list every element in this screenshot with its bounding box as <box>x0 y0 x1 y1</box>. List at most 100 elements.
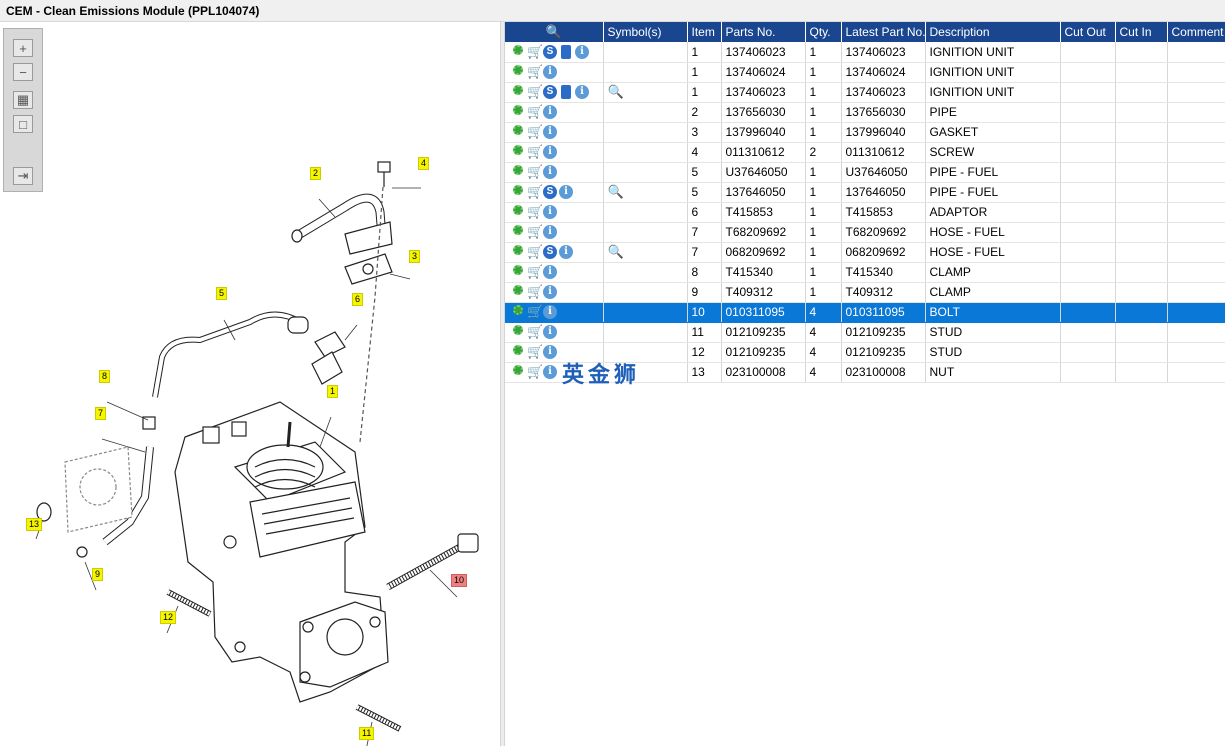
supersession-s-icon[interactable]: S <box>543 245 557 259</box>
cart-icon[interactable]: 🛒 <box>527 164 544 179</box>
cart-icon[interactable]: 🛒 <box>527 224 544 239</box>
item-column-header[interactable]: Item <box>687 22 722 42</box>
cart-icon[interactable]: 🛒 <box>527 204 544 219</box>
binoculars-icon[interactable]: 🔍 <box>607 84 624 99</box>
callout-5[interactable]: 5 <box>216 287 228 300</box>
latest-part-no-column-header[interactable]: Latest Part No. <box>841 22 926 42</box>
gear-icon[interactable] <box>513 205 523 215</box>
cart-icon[interactable]: 🛒 <box>527 104 544 119</box>
cart-icon[interactable]: 🛒 <box>527 244 544 259</box>
export-icon[interactable]: ⇥ <box>13 167 33 185</box>
info-icon[interactable]: i <box>543 205 557 219</box>
info-icon[interactable]: i <box>543 285 557 299</box>
symbols-column-header[interactable]: Symbol(s) <box>603 22 688 42</box>
gear-icon[interactable] <box>513 265 523 275</box>
callout-10-highlighted[interactable]: 10 <box>451 574 468 587</box>
callout-8[interactable]: 8 <box>99 370 111 383</box>
supersession-s-icon[interactable]: S <box>543 44 557 59</box>
info-icon[interactable]: i <box>543 225 557 239</box>
actual-size-icon[interactable]: □ <box>13 115 33 133</box>
callout-2[interactable]: 2 <box>310 167 322 180</box>
info-icon[interactable]: i <box>543 125 557 139</box>
cart-icon[interactable]: 🛒 <box>527 324 544 339</box>
callout-12[interactable]: 12 <box>160 611 177 624</box>
info-icon[interactable]: i <box>543 305 557 319</box>
cart-icon[interactable]: 🛒 <box>527 124 544 139</box>
callout-3[interactable]: 3 <box>409 250 421 263</box>
supersession-s-icon[interactable]: S <box>543 85 557 99</box>
cart-icon[interactable]: 🛒 <box>527 304 544 319</box>
diagram-pane[interactable]: + − ▦ □ ⇥ <box>0 22 500 746</box>
gear-icon[interactable] <box>513 105 523 115</box>
cart-icon[interactable]: 🛒 <box>527 364 544 379</box>
cart-icon[interactable]: 🛒 <box>527 84 544 99</box>
info-icon[interactable]: i <box>543 165 557 179</box>
callout-1[interactable]: 1 <box>327 385 339 398</box>
cut-out-column-header[interactable]: Cut Out <box>1060 22 1116 42</box>
info-icon[interactable]: i <box>559 185 573 199</box>
description-column-header[interactable]: Description <box>925 22 1061 42</box>
binoculars-search-icon[interactable]: 🔍 <box>545 24 562 39</box>
zoom-out-icon[interactable]: − <box>13 63 33 81</box>
binoculars-icon[interactable]: 🔍 <box>607 184 624 199</box>
cart-icon[interactable]: 🛒 <box>527 264 544 279</box>
zoom-in-icon[interactable]: + <box>13 39 33 57</box>
cart-icon[interactable]: 🛒 <box>527 344 544 359</box>
info-icon[interactable]: i <box>543 65 557 79</box>
fit-grid-icon[interactable]: ▦ <box>13 91 33 109</box>
info-icon[interactable]: i <box>543 345 557 359</box>
supersession-s-icon[interactable]: S <box>543 185 557 199</box>
cut-in-column-header[interactable]: Cut In <box>1115 22 1168 42</box>
comment-column-header[interactable]: Comment <box>1167 22 1225 42</box>
parts-no-column-header[interactable]: Parts No. <box>721 22 806 42</box>
cart-icon[interactable]: 🛒 <box>527 184 544 199</box>
callout-11[interactable]: 11 <box>359 727 375 740</box>
info-icon[interactable]: i <box>543 365 557 379</box>
find-column-header[interactable]: 🔍 <box>505 22 604 42</box>
info-icon[interactable]: i <box>543 325 557 339</box>
gear-icon[interactable] <box>513 125 523 135</box>
callout-4[interactable]: 4 <box>418 157 430 170</box>
gear-icon[interactable] <box>513 65 523 75</box>
pane-splitter[interactable] <box>500 22 505 746</box>
gear-icon[interactable] <box>513 85 523 95</box>
gear-icon[interactable] <box>513 245 523 255</box>
gear-icon[interactable] <box>513 185 523 195</box>
gear-icon[interactable] <box>513 285 523 295</box>
qty-column-header[interactable]: Qty. <box>805 22 842 42</box>
gear-icon[interactable] <box>513 44 523 55</box>
callout-6[interactable]: 6 <box>352 293 364 306</box>
gear-icon[interactable] <box>513 305 523 315</box>
binoculars-icon[interactable]: 🔍 <box>607 244 624 259</box>
info-icon[interactable]: i <box>543 145 557 159</box>
cart-icon[interactable]: 🛒 <box>527 284 544 299</box>
info-icon[interactable]: i <box>575 85 589 99</box>
gear-icon[interactable] <box>513 145 523 155</box>
gear-icon[interactable] <box>513 165 523 175</box>
callout-13[interactable]: 13 <box>26 518 43 531</box>
gear-icon[interactable] <box>513 225 523 235</box>
manual-book-icon[interactable] <box>561 85 571 99</box>
info-icon[interactable]: i <box>543 105 557 119</box>
info-icon[interactable]: i <box>575 44 589 59</box>
info-icon[interactable]: i <box>559 245 573 259</box>
cart-icon[interactable]: 🛒 <box>527 64 544 79</box>
callout-7[interactable]: 7 <box>95 407 107 420</box>
cart-icon[interactable]: 🛒 <box>527 43 544 59</box>
